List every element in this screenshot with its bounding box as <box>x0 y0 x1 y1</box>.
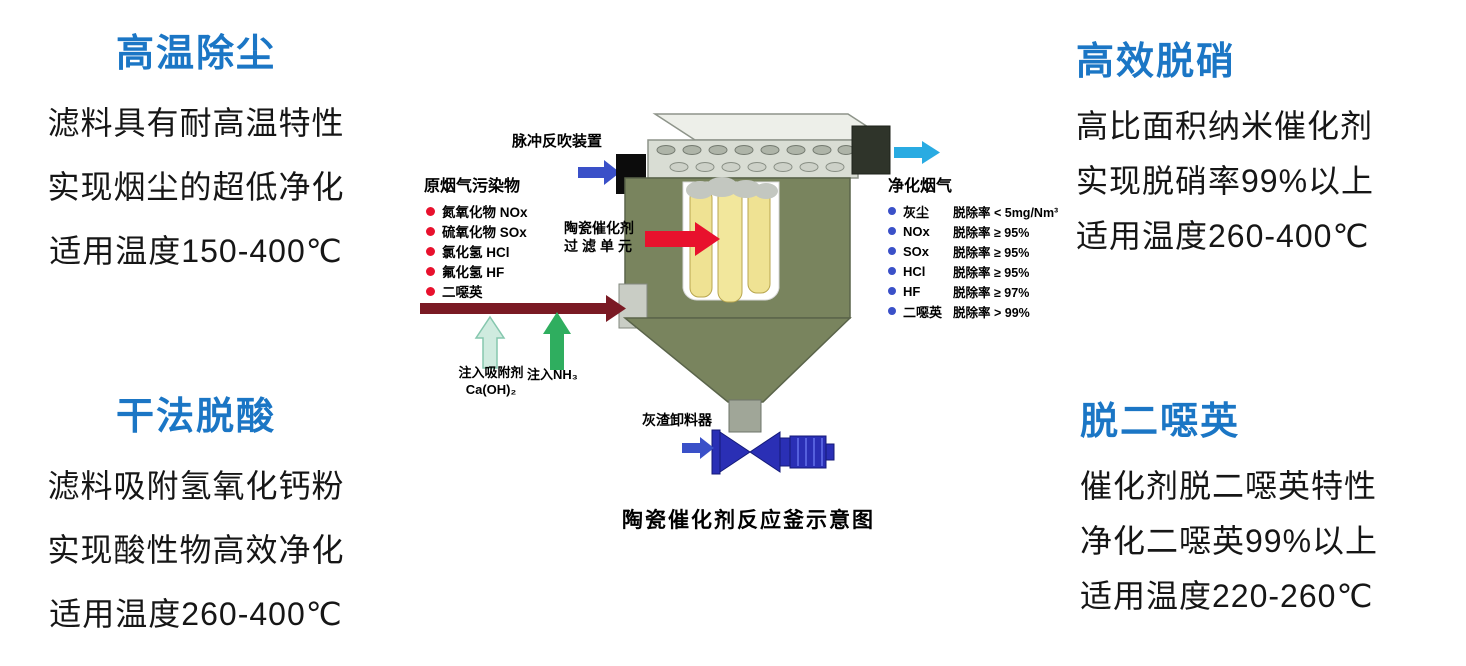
absorbent-inject-label: 注入吸附剂 Ca(OH)₂ <box>444 364 538 398</box>
tube-sheet-holes-row2 <box>669 162 845 172</box>
clean-gas-spec: 脱除率 ≥ 95% <box>953 265 1030 280</box>
panel-title: 高效脱硝 <box>1076 41 1237 83</box>
ash-discharger-label: 灰渣卸料器 <box>642 412 712 428</box>
panel-line: 高比面积纳米催化剂 <box>1076 108 1374 144</box>
clean-gas-title: 净化烟气 <box>888 178 953 195</box>
raw-gas-item: 氯化氢 HCl <box>426 241 528 261</box>
raw-gas-item-label: 氮氧化物 NOx <box>442 205 528 220</box>
red-bullet-icon <box>426 226 435 236</box>
filter-unit-label-line1: 陶瓷催化剂 <box>564 220 634 236</box>
filter-unit-label: 陶瓷催化剂 过滤单元 <box>564 219 646 255</box>
clean-gas-spec: 脱除率 ≥ 97% <box>953 285 1030 300</box>
panel-line: 实现酸性物高效净化 <box>47 532 345 568</box>
nh3-inject-label: 注入NH₃ <box>527 367 578 382</box>
rotary-valve <box>711 429 835 475</box>
panel-line: 适用温度150-400℃ <box>49 233 343 269</box>
raw-gas-item: 氮氧化物 NOx <box>426 201 528 221</box>
discharge-pipe <box>728 399 762 433</box>
clean-gas-name: NOx <box>903 223 930 239</box>
tube-sheet-holes-row1 <box>656 145 855 155</box>
panel-dioxin-removal: 脱二噁英 催化剂脱二噁英特性 净化二噁英99%以上 适用温度220-260℃ <box>1080 390 1460 624</box>
nh3-arrow-icon <box>543 312 571 370</box>
clean-gas-row: NOx 脱除率 ≥ 95% <box>888 221 1058 241</box>
raw-gas-title: 原烟气污染物 <box>424 178 521 195</box>
panel-line: 实现烟尘的超低净化 <box>47 169 345 205</box>
red-bullet-icon <box>426 246 435 256</box>
raw-gas-item: 氟化氢 HF <box>426 261 528 281</box>
absorbent-arrow-icon <box>474 315 506 369</box>
clean-gas-row: 灰尘 脱除率 < 5mg/Nm³ <box>888 201 1058 221</box>
clean-gas-row: HCl 脱除率 ≥ 95% <box>888 261 1058 281</box>
blue-bullet-icon <box>888 307 896 315</box>
panel-title: 脱二噁英 <box>1080 401 1241 443</box>
clean-gas-list: 灰尘 脱除率 < 5mg/Nm³ NOx 脱除率 ≥ 95% SOx 脱除率 ≥ 95… <box>888 201 1058 321</box>
pulse-arrow-icon <box>578 160 620 185</box>
clean-gas-name: 二噁英 <box>903 304 943 320</box>
clean-gas-spec: 脱除率 > 99% <box>953 305 1030 320</box>
clean-gas-name: SOx <box>903 243 930 259</box>
blue-bullet-icon <box>888 287 896 295</box>
diagram-caption: 陶瓷催化剂反应釜示意图 <box>622 509 875 532</box>
tube-sheet-cloud <box>686 177 778 199</box>
raw-gas-list: 氮氧化物 NOx 硫氧化物 SOx 氯化氢 HCl 氟化氢 HF 二噁英 <box>426 201 528 301</box>
panel-denitrification: 高效脱硝 高比面积纳米催化剂 实现脱硝率99%以上 适用温度260-400℃ <box>1076 30 1456 264</box>
red-bullet-icon <box>426 206 435 216</box>
clean-gas-arrow-icon <box>894 141 940 164</box>
panel-line: 适用温度260-400℃ <box>49 596 343 632</box>
filter-unit-label-line2: 过滤单元 <box>564 238 636 254</box>
clean-gas-spec: 脱除率 ≥ 95% <box>953 245 1030 260</box>
clean-gas-spec: 脱除率 < 5mg/Nm³ <box>953 205 1059 220</box>
vessel-hopper <box>622 317 852 403</box>
panel-dry-deacidification: 干法脱酸 滤料吸附氢氧化钙粉 实现酸性物高效净化 适用温度260-400℃ <box>10 385 382 646</box>
clean-gas-row: 二噁英脱除率 > 99% <box>888 301 1058 321</box>
clean-gas-row: SOx 脱除率 ≥ 95% <box>888 241 1058 261</box>
ash-arrow-icon <box>682 437 714 459</box>
panel-title: 高温除尘 <box>115 33 276 75</box>
panel-title: 干法脱酸 <box>115 396 276 438</box>
blue-bullet-icon <box>888 227 896 235</box>
raw-gas-item: 二噁英 <box>426 281 528 301</box>
panel-line: 适用温度260-400℃ <box>1076 218 1370 254</box>
clean-gas-name: HCl <box>903 263 926 279</box>
clean-gas-row: HF 脱除率 ≥ 97% <box>888 281 1058 301</box>
absorbent-inject-line1: 注入吸附剂 <box>458 365 524 380</box>
panel-line: 滤料具有耐高温特性 <box>47 105 345 141</box>
clean-gas-name: 灰尘 <box>903 204 930 220</box>
panel-line: 适用温度220-260℃ <box>1080 578 1374 614</box>
panel-high-temp-dedusting: 高温除尘 滤料具有耐高温特性 实现烟尘的超低净化 适用温度150-400℃ <box>10 22 382 283</box>
clean-gas-name: HF <box>903 283 921 299</box>
blue-bullet-icon <box>888 207 896 215</box>
blue-bullet-icon <box>888 267 896 275</box>
pulse-device-label: 脉冲反吹装置 <box>512 133 603 150</box>
outlet-duct <box>851 125 891 175</box>
filter-feed-arrow-icon <box>645 222 720 256</box>
raw-gas-item-label: 二噁英 <box>442 285 483 300</box>
red-bullet-icon <box>426 266 435 276</box>
raw-gas-arrow-icon <box>420 295 626 322</box>
panel-line: 净化二噁英99%以上 <box>1080 523 1379 559</box>
red-bullet-icon <box>426 286 435 296</box>
raw-gas-item-label: 硫氧化物 SOx <box>442 225 527 240</box>
raw-gas-item-label: 氟化氢 HF <box>442 265 505 280</box>
panel-line: 催化剂脱二噁英特性 <box>1080 468 1378 504</box>
blue-bullet-icon <box>888 247 896 255</box>
panel-line: 滤料吸附氢氧化钙粉 <box>47 468 345 504</box>
clean-gas-spec: 脱除率 ≥ 95% <box>953 225 1030 240</box>
raw-gas-item: 硫氧化物 SOx <box>426 221 528 241</box>
absorbent-inject-line2: Ca(OH)₂ <box>465 382 517 397</box>
panel-line: 实现脱硝率99%以上 <box>1076 163 1375 199</box>
raw-gas-item-label: 氯化氢 HCl <box>442 245 510 260</box>
